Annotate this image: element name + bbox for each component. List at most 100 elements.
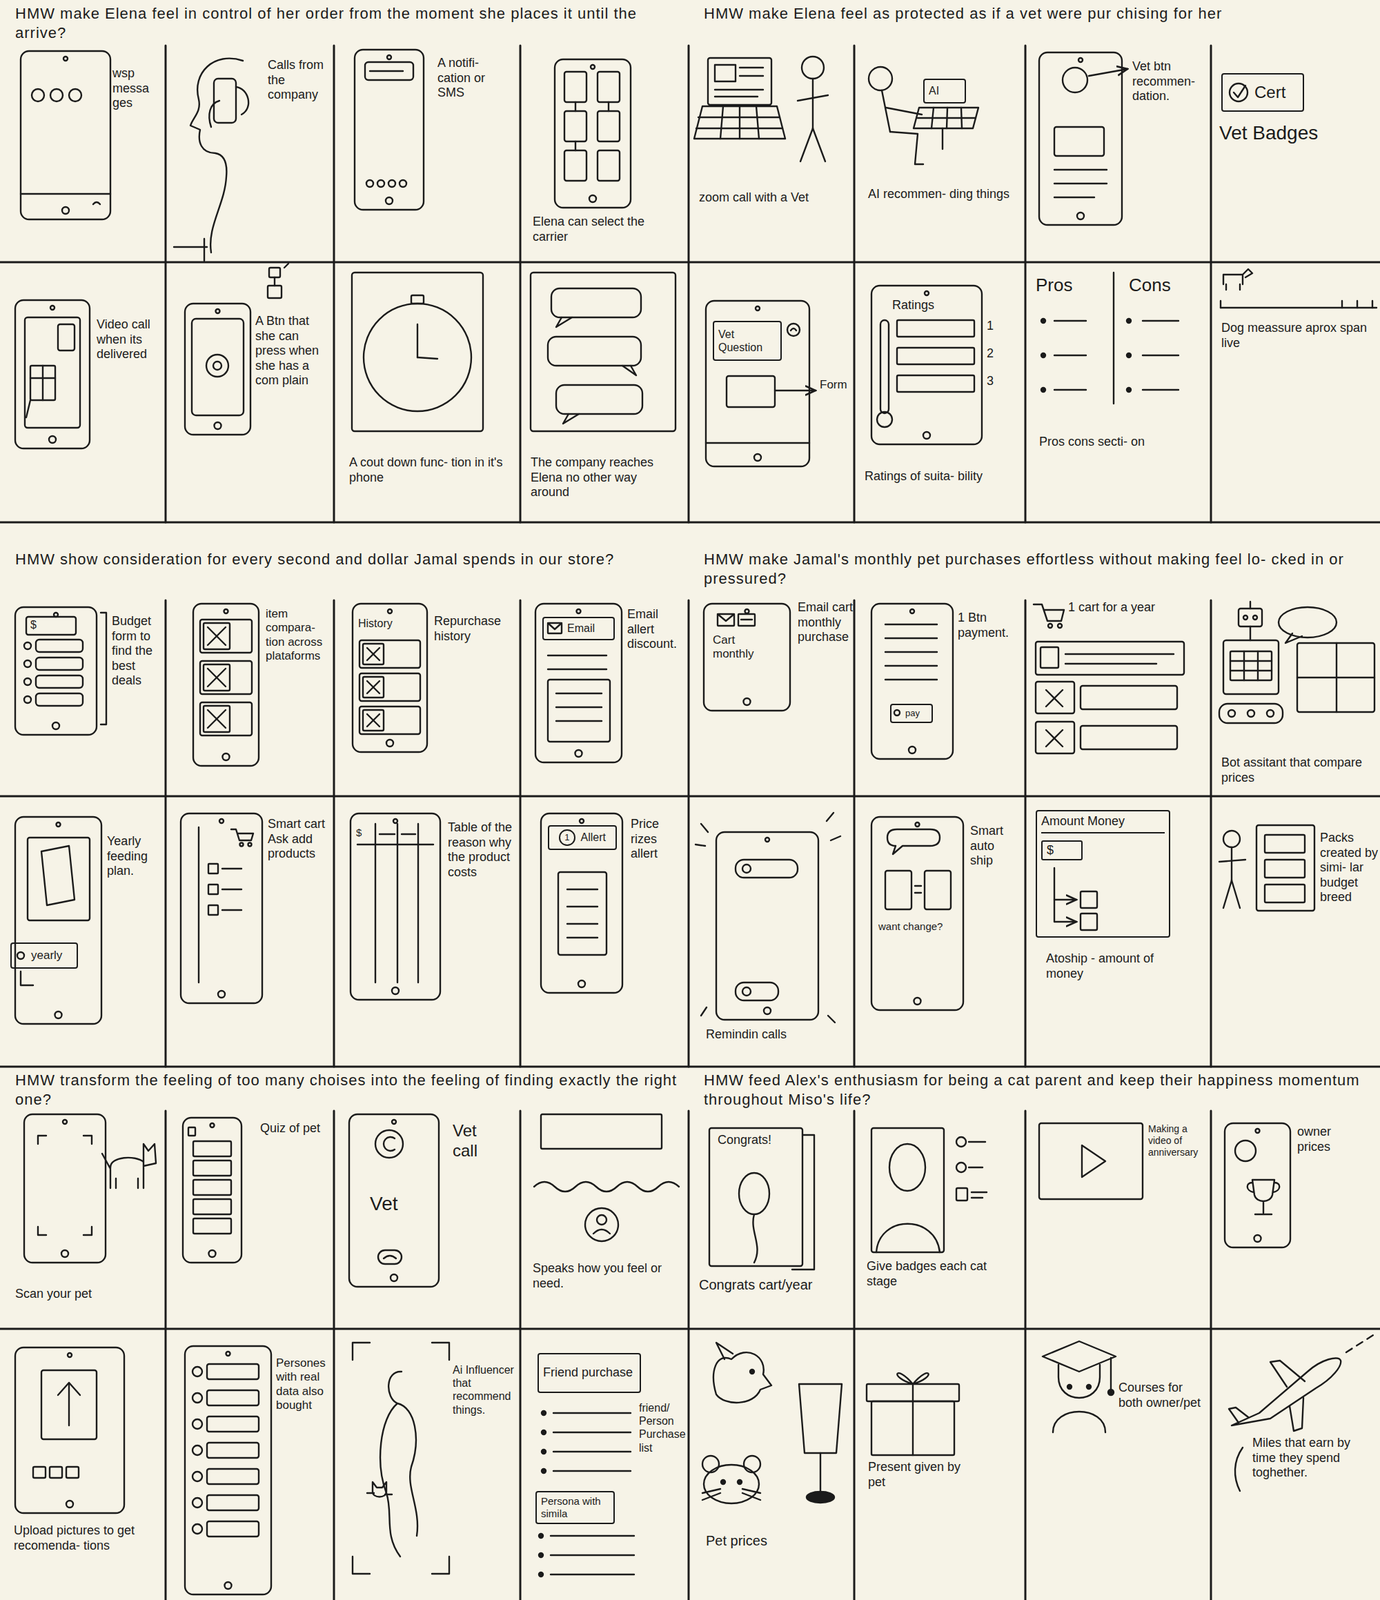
sketch-caption: Pros [1035, 274, 1102, 297]
sketch-line [367, 647, 380, 661]
sketch-line [1230, 669, 1272, 672]
sketch-circle [56, 822, 61, 827]
sketch-ellipse [806, 1491, 835, 1503]
sketch-arrow [774, 389, 816, 392]
sketch-rect [359, 673, 421, 702]
sketch-caption: Vet [369, 1192, 426, 1216]
sketch-caption: Remindin calls [705, 1027, 844, 1043]
sketch-rect [897, 320, 975, 337]
sketch-cell: Bot assitant that compare prices [1210, 600, 1380, 797]
hmw-section: HMW show consideration for every second … [0, 522, 689, 1067]
sketch-rect [354, 49, 424, 210]
sketch-line [1046, 690, 1063, 707]
sketch-path [231, 829, 254, 841]
sketch-box: yearly [10, 942, 78, 969]
sketch-path [1247, 1179, 1280, 1215]
sketch-line [567, 905, 598, 908]
sketch-cell: VetVet call [333, 1110, 521, 1329]
sketch [349, 1114, 439, 1287]
sketch-circle [24, 696, 32, 704]
sketch-circle [69, 89, 82, 102]
sketch-circle [589, 195, 597, 203]
sketch-cell: Present given by pet [854, 1328, 1026, 1600]
sketch [534, 1114, 679, 1242]
sketch-circle [787, 323, 800, 337]
sketch-rect [49, 1466, 63, 1478]
sketch-cell: A cout down func- tion in it's phone [333, 262, 521, 523]
sketch-caption: Packs created by simi- lar budget breed [1319, 830, 1379, 906]
sketch-caption: Atoship - amount of money [1046, 951, 1191, 982]
sketch-caption: Vet Badges [1219, 121, 1375, 145]
sketch-circle [541, 1449, 546, 1454]
sketch-line [607, 102, 610, 112]
sketch-rect [738, 614, 755, 626]
sketch-circle [579, 819, 584, 824]
sketch-circle [1067, 1384, 1072, 1389]
sketch-circle [386, 739, 394, 747]
sketch [530, 272, 676, 432]
sketch-rect [193, 1218, 232, 1234]
sketch-caption: Congrats cart/year [698, 1276, 855, 1294]
sketch-caption: 2 [986, 346, 1004, 362]
sketch-circle [575, 750, 583, 757]
sketch-line [1219, 859, 1246, 862]
sketch [24, 1114, 156, 1263]
sketch [352, 603, 428, 753]
sketch-rect [1080, 891, 1098, 909]
sketch-rect [556, 385, 643, 414]
sketch-rect [66, 1466, 79, 1478]
sketch-rect [208, 884, 219, 895]
sketch-cell: Calls from the company [165, 45, 334, 263]
sketch-cell: A notifi- cation or SMS [333, 45, 521, 263]
sketch-arrow [1054, 868, 1077, 900]
sketch-caption: zoom call with a Vet [698, 190, 848, 206]
sketch-circle [1254, 1235, 1262, 1242]
sketch-arrow [1054, 899, 1077, 922]
grid-line [1210, 1110, 1213, 1600]
sketch-caption: 1 cart for a year [1068, 600, 1158, 616]
sketch-path [790, 328, 797, 331]
sketch-rect [203, 623, 230, 650]
sketch-cell: Yearly feeding plan.yearly [0, 796, 166, 1067]
sketch-path [717, 614, 735, 621]
sketch-circle [1077, 212, 1084, 220]
sketch-rect [547, 623, 562, 634]
sketch-rect [207, 1416, 259, 1432]
sketch-circle [541, 1469, 546, 1474]
sketch-path [1042, 1341, 1116, 1372]
sketch-path [694, 106, 786, 139]
sketch-cell: Vet btn recommen- dation. [1025, 45, 1211, 263]
sketch-line [1046, 690, 1063, 707]
sketch-circle [1235, 1140, 1256, 1162]
sketch-rect [1256, 825, 1315, 911]
sketch-cell: Miles that earn by time they spend toghe… [1210, 1328, 1380, 1600]
sketch-circle [1255, 1128, 1260, 1133]
sketch-circle [24, 660, 32, 668]
sketch-path [41, 845, 75, 906]
sketch-rect [1040, 647, 1059, 668]
sketch-circle [1086, 1384, 1091, 1389]
sketch-path [352, 1342, 370, 1360]
sketch-path [563, 414, 579, 424]
sketch-rect [1230, 651, 1272, 681]
sketch-line [567, 888, 598, 891]
sketch-circle [192, 1445, 203, 1456]
sketch [173, 58, 249, 261]
sketch-cell: FormVet Question [688, 262, 855, 523]
sketch-line [912, 1384, 914, 1456]
sketch-caption: A notifi- cation or SMS [437, 55, 514, 101]
grid-line [853, 45, 856, 523]
grid-line [333, 45, 336, 523]
sketch-path [383, 1137, 395, 1151]
sketch-circle [24, 642, 32, 650]
sketch-caption: Congrats! [717, 1132, 794, 1149]
box-label: Amount Money [1041, 814, 1165, 834]
sketch-rect [184, 303, 251, 435]
grid-line [164, 45, 167, 523]
box-label: Cert [1254, 82, 1286, 103]
sketch [1229, 83, 1248, 102]
grid-line [164, 1110, 167, 1600]
sketch-circle [63, 56, 68, 61]
sketch-rect [20, 51, 111, 220]
sketch-path [102, 1144, 156, 1189]
